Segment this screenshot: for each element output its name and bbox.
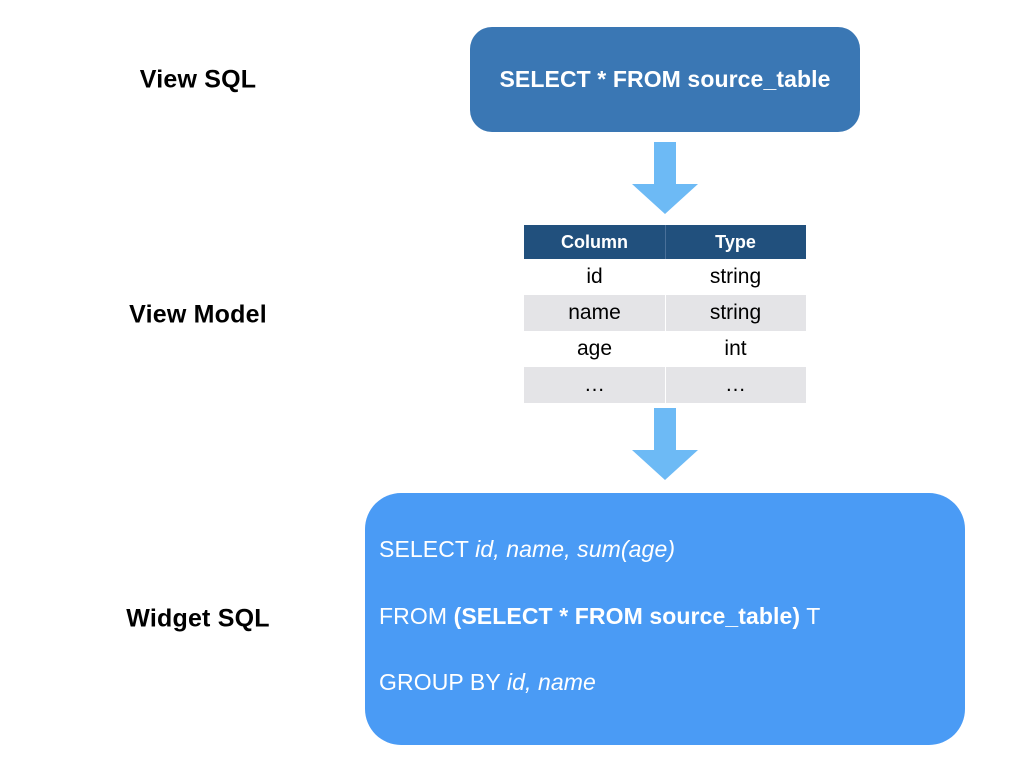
widget-sql-table-alias: T bbox=[800, 603, 821, 629]
table-row: id string bbox=[524, 259, 806, 295]
cell-column: … bbox=[524, 367, 665, 403]
cell-type: string bbox=[665, 259, 806, 295]
arrow-view-model-to-widget-sql-icon bbox=[632, 408, 698, 480]
widget-sql-box: SELECT id, name, sum(age) FROM (SELECT *… bbox=[365, 493, 965, 745]
cell-column: name bbox=[524, 295, 665, 331]
table-header-type: Type bbox=[665, 225, 806, 259]
widget-sql-line-select: SELECT id, name, sum(age) bbox=[379, 536, 675, 563]
cell-column: age bbox=[524, 331, 665, 367]
widget-sql-keyword-select: SELECT bbox=[379, 536, 476, 562]
table-row: … … bbox=[524, 367, 806, 403]
widget-sql-line-from: FROM (SELECT * FROM source_table) T bbox=[379, 603, 820, 630]
arrow-view-sql-to-view-model-icon bbox=[632, 142, 698, 214]
view-model-table: Column Type id string name string age in… bbox=[524, 225, 806, 403]
widget-sql-keyword-group-by: GROUP BY bbox=[379, 669, 507, 695]
view-sql-statement: SELECT * FROM source_table bbox=[499, 66, 831, 92]
widget-sql-select-columns: id, name, sum(age) bbox=[475, 536, 676, 562]
widget-sql-keyword-from: FROM bbox=[379, 603, 454, 629]
table-header-column: Column bbox=[524, 225, 665, 259]
cell-type: … bbox=[665, 367, 806, 403]
cell-type: string bbox=[665, 295, 806, 331]
row-label-view-sql: View SQL bbox=[139, 65, 257, 94]
row-label-widget-sql: Widget SQL bbox=[126, 604, 270, 633]
widget-sql-group-by-columns: id, name bbox=[506, 669, 596, 695]
table-row: age int bbox=[524, 331, 806, 367]
widget-sql-subquery: (SELECT * FROM source_table) bbox=[453, 603, 801, 629]
row-label-view-model: View Model bbox=[129, 300, 267, 329]
table-header-row: Column Type bbox=[524, 225, 806, 259]
cell-type: int bbox=[665, 331, 806, 367]
table-row: name string bbox=[524, 295, 806, 331]
widget-sql-line-group-by: GROUP BY id, name bbox=[379, 669, 596, 696]
cell-column: id bbox=[524, 259, 665, 295]
view-sql-box: SELECT * FROM source_table bbox=[470, 27, 860, 132]
